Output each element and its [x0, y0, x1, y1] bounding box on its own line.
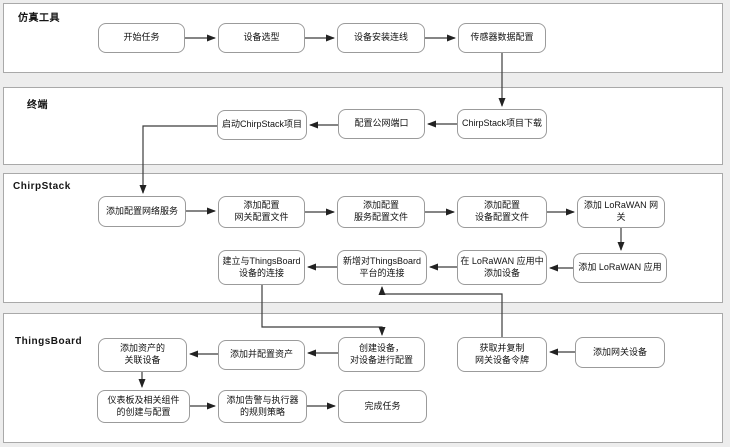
lane-label-chirpstack: ChirpStack — [13, 181, 71, 192]
node-sensor-config: 传感器数据配置 — [458, 23, 546, 53]
node-add-config-asset: 添加并配置资产 — [218, 340, 305, 370]
node-connect-thingsboard-platform: 新增对ThingsBoard 平台的连接 — [337, 250, 427, 285]
node-service-config-file: 添加配置 服务配置文件 — [337, 196, 425, 228]
node-gateway-config-file: 添加配置 网关配置文件 — [218, 196, 305, 228]
node-add-lorawan-gateway: 添加 LoRaWAN 网关 — [577, 196, 665, 228]
node-connect-thingsboard-device: 建立与ThingsBoard 设备的连接 — [218, 250, 305, 285]
node-config-public-port: 配置公网端口 — [338, 109, 425, 139]
lane-thingsboard — [3, 313, 723, 443]
node-add-device-in-app: 在 LoRaWAN 应用中 添加设备 — [457, 250, 547, 285]
lane-label-terminal: 终端 — [27, 100, 48, 111]
node-asset-related-device: 添加资产的 关联设备 — [98, 338, 187, 372]
node-finish-task: 完成任务 — [338, 390, 427, 423]
node-device-config-file: 添加配置 设备配置文件 — [457, 196, 547, 228]
node-add-lorawan-app: 添加 LoRaWAN 应用 — [573, 253, 667, 283]
node-copy-gateway-token: 获取并复制 网关设备令牌 — [457, 337, 547, 372]
node-launch-chirpstack: 启动ChirpStack项目 — [217, 110, 307, 140]
node-device-selection: 设备选型 — [218, 23, 305, 53]
node-download-chirpstack: ChirpStack项目下载 — [457, 109, 547, 139]
node-network-service: 添加配置网络服务 — [98, 196, 186, 227]
node-device-install: 设备安装连线 — [337, 23, 425, 53]
lane-label-thingsboard: ThingsBoard — [15, 336, 83, 347]
lane-label-simulation-tools: 仿真工具 — [18, 13, 60, 24]
node-create-device: 创建设备， 对设备进行配置 — [338, 337, 425, 372]
node-start-task: 开始任务 — [98, 23, 185, 53]
node-alarm-actuator-rules: 添加告警与执行器 的规则策略 — [218, 390, 307, 423]
node-dashboard-components: 仪表板及相关组件 的创建与配置 — [97, 390, 190, 423]
node-add-gateway-device: 添加网关设备 — [575, 337, 665, 368]
